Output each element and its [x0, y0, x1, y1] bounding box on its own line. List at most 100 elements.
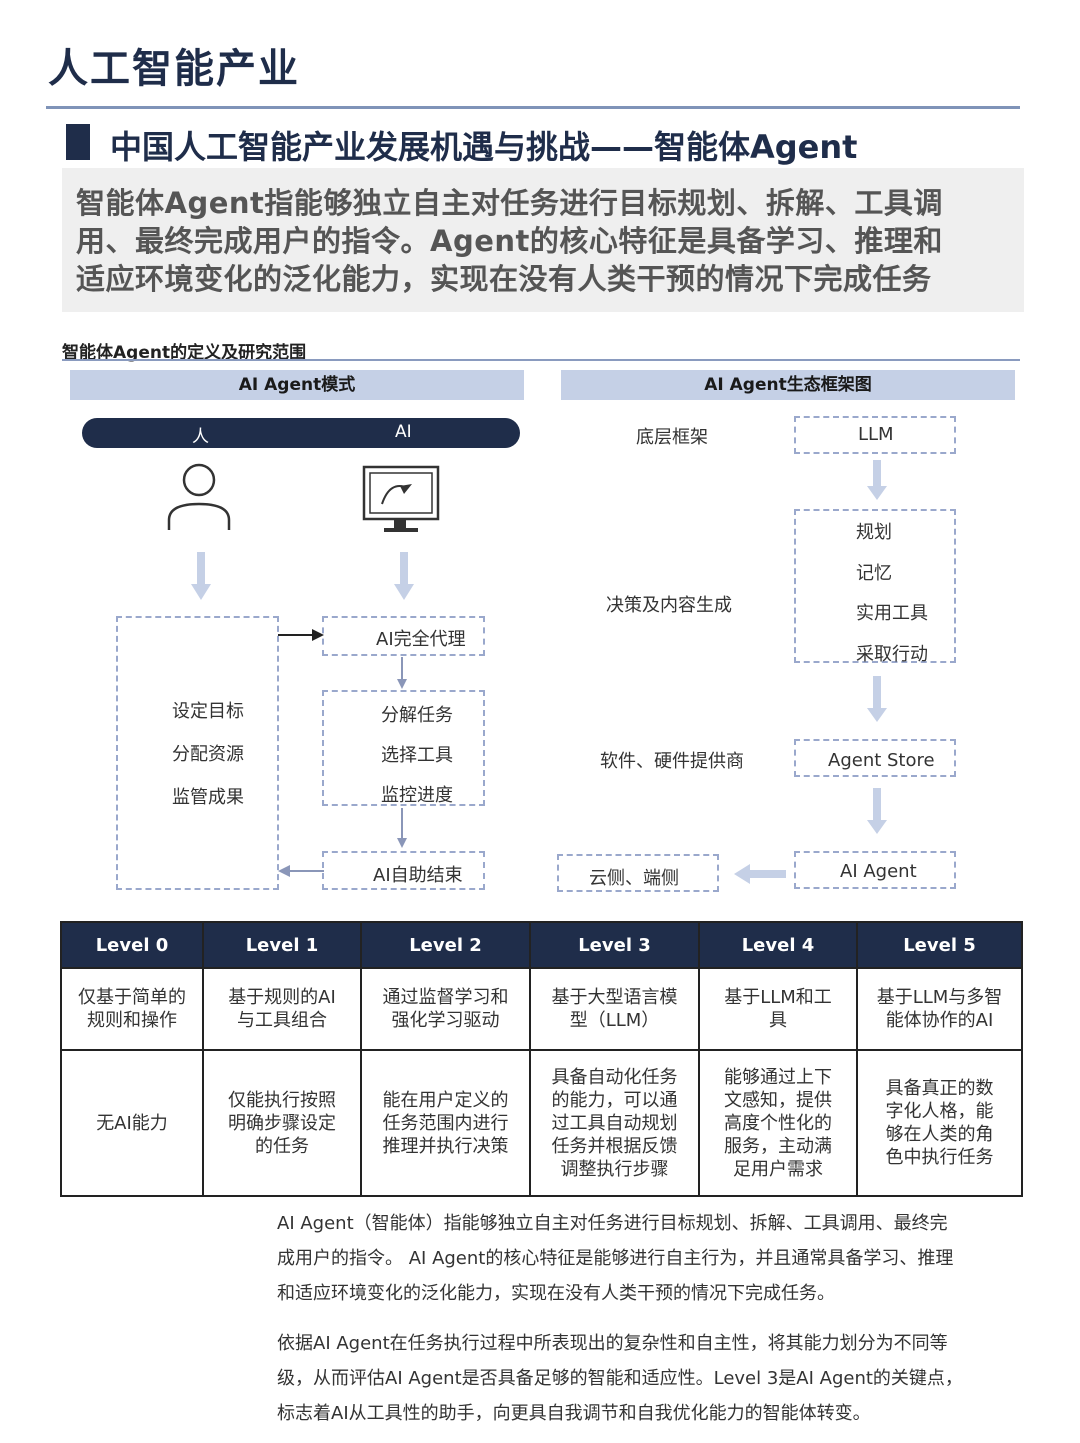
decision-box — [794, 509, 956, 663]
layer-label: 软件、硬件提供商 — [600, 751, 744, 772]
level-basis-cell-line: 基于大型语言模 — [551, 987, 678, 1008]
pill-ai-label: AI — [395, 422, 412, 442]
paragraph-line: 标志着AI从工具性的助手，向更具自我调节和自我优化能力的智能体转变。 — [277, 1403, 871, 1424]
level-ability-cell-line: 明确步骤设定 — [228, 1112, 336, 1134]
level-ability-cell-line: 色中执行任务 — [885, 1147, 994, 1168]
layer-label: 决策及内容生成 — [606, 595, 732, 616]
paragraph-line: 级，从而评估AI Agent是否具备足够的智能和适应性。Level 3是AI A… — [277, 1368, 963, 1389]
arrow-left-icon — [734, 864, 786, 884]
arrow-down-icon — [867, 676, 887, 722]
role-pill: 人 AI — [82, 418, 520, 448]
level-ability-cell: 仅能执行按照明确步骤设定的任务 — [202, 1049, 362, 1197]
ai-step: 选择工具 — [381, 745, 453, 766]
level-header: Level 2 — [360, 921, 531, 969]
level-basis-cell-line: 基于LLM和工 — [724, 987, 832, 1008]
level-header: Level 0 — [60, 921, 204, 969]
agent-store-box — [794, 739, 956, 777]
decision-item: 实用工具 — [856, 603, 928, 624]
level-basis-cell-line: 基于规则的AI — [228, 987, 336, 1008]
level-ability-cell-line: 高度个性化的 — [724, 1112, 832, 1134]
level-ability-cell: 能在用户定义的任务范围内进行推理并执行决策 — [360, 1049, 531, 1197]
agent-mode-band: AI Agent模式 — [70, 370, 524, 400]
level-basis-cell: 仅基于简单的规则和操作 — [60, 967, 204, 1051]
level-ability-cell-line: 够在人类的角 — [885, 1124, 994, 1145]
level-ability-cell-line: 能在用户定义的 — [382, 1089, 509, 1111]
level-ability-cell-line: 文感知，提供 — [724, 1089, 832, 1111]
llm-label: LLM — [858, 424, 894, 445]
level-ability-cell: 具备自动化任务的能力，可以通过工具自动规划任务并根据反馈调整执行步骤 — [529, 1049, 700, 1197]
ai-full-label: AI完全代理 — [376, 629, 466, 650]
level-basis-cell-line: 规则和操作 — [87, 1010, 177, 1031]
level-basis-cell-line: 能体协作的AI — [885, 1010, 994, 1031]
cloud-edge-label: 云侧、端侧 — [589, 868, 679, 889]
arrow-left-icon — [278, 865, 324, 877]
level-ability-cell-line: 仅能执行按照 — [228, 1089, 336, 1111]
summary-line: 智能体Agent指能够独立自主对任务进行目标规划、拆解、工具调 — [76, 186, 943, 220]
computer-icon — [362, 465, 440, 532]
level-ability-cell-line: 推理并执行决策 — [382, 1135, 509, 1157]
ai-agent-label: AI Agent — [840, 861, 917, 882]
level-ability-cell: 具备真正的数字化人格，能够在人类的角色中执行任务 — [856, 1049, 1023, 1197]
level-ability-cell: 无AI能力 — [60, 1049, 204, 1197]
title-divider — [46, 106, 1020, 109]
level-ability-cell: 能够通过上下文感知，提供高度个性化的服务，主动满足用户需求 — [698, 1049, 858, 1197]
person-icon — [167, 463, 231, 530]
arrow-right-icon — [278, 629, 324, 641]
ecosystem-band: AI Agent生态框架图 — [561, 370, 1015, 400]
paragraph-line: 和适应环境变化的泛化能力，实现在没有人类干预的情况下完成任务。 — [277, 1283, 835, 1304]
decision-item: 采取行动 — [856, 644, 928, 665]
ai-step: 分解任务 — [381, 705, 453, 726]
level-ability-cell-line: 任务并根据反馈 — [551, 1135, 678, 1157]
arrow-down-icon — [397, 808, 407, 848]
arrow-down-icon — [867, 788, 887, 834]
arrow-down-icon — [397, 657, 407, 689]
decision-item: 记忆 — [856, 563, 892, 584]
level-basis-cell-line: 具 — [769, 1010, 787, 1031]
level-basis-cell: 通过监督学习和强化学习驱动 — [360, 967, 531, 1051]
level-ability-cell-line: 服务，主动满 — [724, 1135, 832, 1157]
level-basis-cell: 基于大型语言模型（LLM） — [529, 967, 700, 1051]
level-basis-cell: 基于LLM与多智能体协作的AI — [856, 967, 1023, 1051]
level-ability-cell-line: 的能力，可以通 — [551, 1089, 678, 1111]
description-paragraph: 依据AI Agent在任务执行过程中所表现出的复杂性和自主性，将其能力划分为不同… — [277, 1326, 1012, 1431]
paragraph-line: 成用户的指令。 AI Agent的核心特征是能够进行自主行为，并且通常具备学习、… — [277, 1248, 954, 1269]
level-header: Level 1 — [202, 921, 362, 969]
arrow-down-icon — [394, 552, 414, 600]
ai-steps-box — [322, 690, 485, 806]
level-ability-cell-line: 足用户需求 — [733, 1158, 823, 1180]
summary-line: 用、最终完成用户的指令。Agent的核心特征是具备学习、推理和 — [76, 224, 943, 258]
arrow-down-icon — [191, 552, 211, 600]
pill-human-label: 人 — [192, 427, 209, 447]
level-header: Level 3 — [529, 921, 700, 969]
cloud-edge-box — [557, 854, 719, 892]
level-basis-cell-line: 基于LLM与多智 — [876, 987, 1003, 1008]
level-ability-cell-line: 的任务 — [255, 1135, 309, 1157]
description-paragraph: AI Agent（智能体）指能够独立自主对任务进行目标规划、拆解、工具调用、最终… — [277, 1206, 1012, 1311]
human-item: 监管成果 — [172, 787, 244, 808]
section-title: 中国人工智能产业发展机遇与挑战——智能体Agent — [110, 128, 858, 166]
level-ability-cell-line: 能够通过上下 — [724, 1066, 832, 1088]
level-ability-cell-line: 字化人格，能 — [885, 1101, 994, 1122]
level-basis-cell: 基于LLM和工具 — [698, 967, 858, 1051]
agent-store-label: Agent Store — [828, 750, 935, 771]
level-basis-cell-line: 与工具组合 — [237, 1010, 327, 1031]
ai-agent-box — [794, 851, 956, 889]
human-item: 分配资源 — [172, 744, 244, 765]
llm-box — [794, 416, 956, 454]
paragraph-line: AI Agent（智能体）指能够独立自主对任务进行目标规划、拆解、工具调用、最终… — [277, 1213, 948, 1234]
human-item: 设定目标 — [172, 701, 244, 722]
level-ability-row: 无AI能力仅能执行按照明确步骤设定的任务能在用户定义的任务范围内进行推理并执行决… — [60, 1049, 1023, 1197]
ai-full-box — [322, 616, 485, 656]
layer-label: 底层框架 — [636, 427, 708, 448]
level-ability-cell-line: 调整执行步骤 — [560, 1158, 669, 1180]
ai-step: 监控进度 — [381, 785, 453, 806]
level-basis-cell-line: 仅基于简单的 — [78, 987, 186, 1008]
summary-line: 适应环境变化的泛化能力，实现在没有人类干预的情况下完成任务 — [76, 262, 932, 296]
figure-divider — [62, 359, 1020, 361]
figure-title: 智能体Agent的定义及研究范围 — [62, 343, 307, 363]
level-basis-cell-line: 强化学习驱动 — [391, 1010, 500, 1031]
level-ability-cell-line: 无AI能力 — [96, 1112, 168, 1134]
level-ability-cell-line: 任务范围内进行 — [382, 1112, 509, 1134]
